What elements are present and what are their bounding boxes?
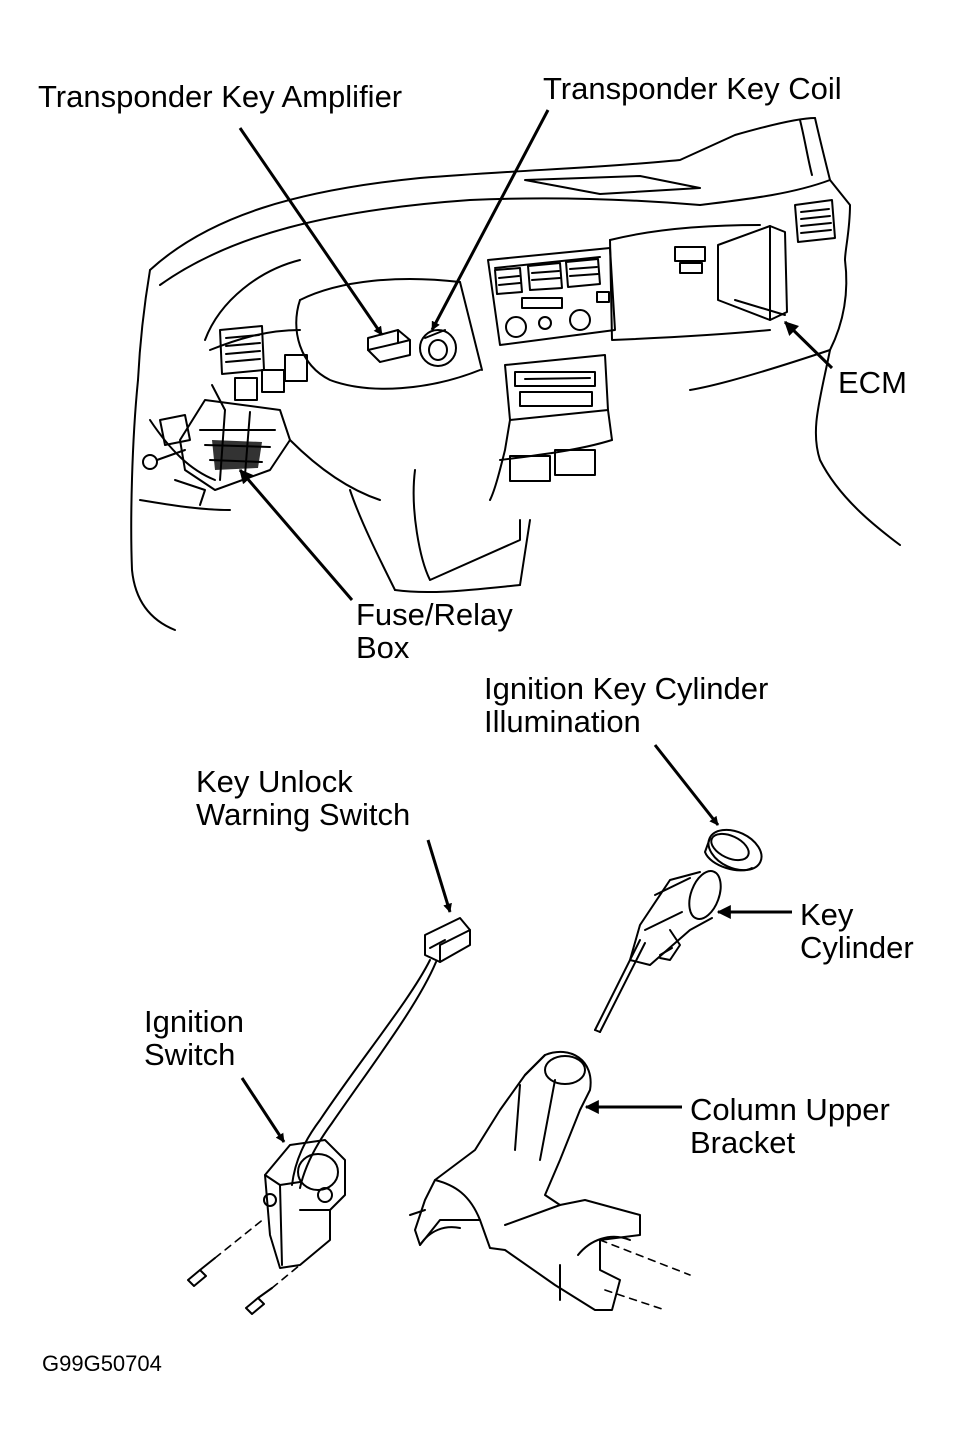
label-transponder-key-coil: Transponder Key Coil bbox=[543, 71, 842, 106]
label-fuse-relay-box-line1: Fuse/Relay bbox=[356, 597, 513, 632]
label-key-unlock-warning-switch-line2: Warning Switch bbox=[196, 797, 411, 832]
label-ignition-switch-line2: Switch bbox=[144, 1037, 236, 1072]
leader-transponder-key-coil bbox=[430, 109, 550, 331]
label-key-cylinder-line1: Key bbox=[800, 897, 854, 932]
dashboard-illustration bbox=[130, 117, 901, 631]
fuse-relay-box-shading bbox=[212, 440, 262, 470]
leader-ecm bbox=[783, 320, 834, 370]
leader-fuse-relay-box bbox=[238, 469, 354, 601]
label-column-upper-bracket-line1: Column Upper bbox=[690, 1092, 890, 1127]
label-transponder-key-amplifier: Transponder Key Amplifier bbox=[38, 79, 403, 114]
label-ignition-key-cylinder-illumination-line2: Illumination bbox=[484, 704, 641, 739]
figure-code: G99G50704 bbox=[42, 1351, 162, 1376]
leader-ignition-key-cylinder-illumination bbox=[653, 744, 720, 826]
leader-lines bbox=[238, 109, 834, 1143]
label-ignition-switch-line1: Ignition bbox=[144, 1004, 244, 1039]
ignition-components-illustration bbox=[187, 828, 763, 1315]
label-fuse-relay-box: Fuse/Relay Box bbox=[356, 598, 513, 664]
label-ecm: ECM bbox=[838, 365, 907, 400]
leader-ignition-switch bbox=[240, 1077, 286, 1143]
label-key-unlock-warning-switch: Key Unlock Warning Switch bbox=[196, 765, 410, 831]
label-key-unlock-warning-switch-line1: Key Unlock bbox=[196, 764, 353, 799]
label-ignition-key-cylinder-illumination: Ignition Key Cylinder Illumination bbox=[484, 672, 768, 738]
label-key-cylinder: Key Cylinder bbox=[800, 898, 914, 964]
label-fuse-relay-box-line2: Box bbox=[356, 630, 410, 665]
leader-key-unlock-warning-switch bbox=[426, 839, 452, 913]
mounting-dashed-lines bbox=[214, 1217, 691, 1311]
label-ignition-switch: Ignition Switch bbox=[144, 1005, 244, 1071]
label-ignition-key-cylinder-illumination-line1: Ignition Key Cylinder bbox=[484, 671, 769, 706]
label-column-upper-bracket: Column Upper Bracket bbox=[690, 1093, 890, 1159]
leader-transponder-key-amplifier bbox=[238, 127, 384, 336]
label-column-upper-bracket-line2: Bracket bbox=[690, 1125, 796, 1160]
label-key-cylinder-line2: Cylinder bbox=[800, 930, 914, 965]
